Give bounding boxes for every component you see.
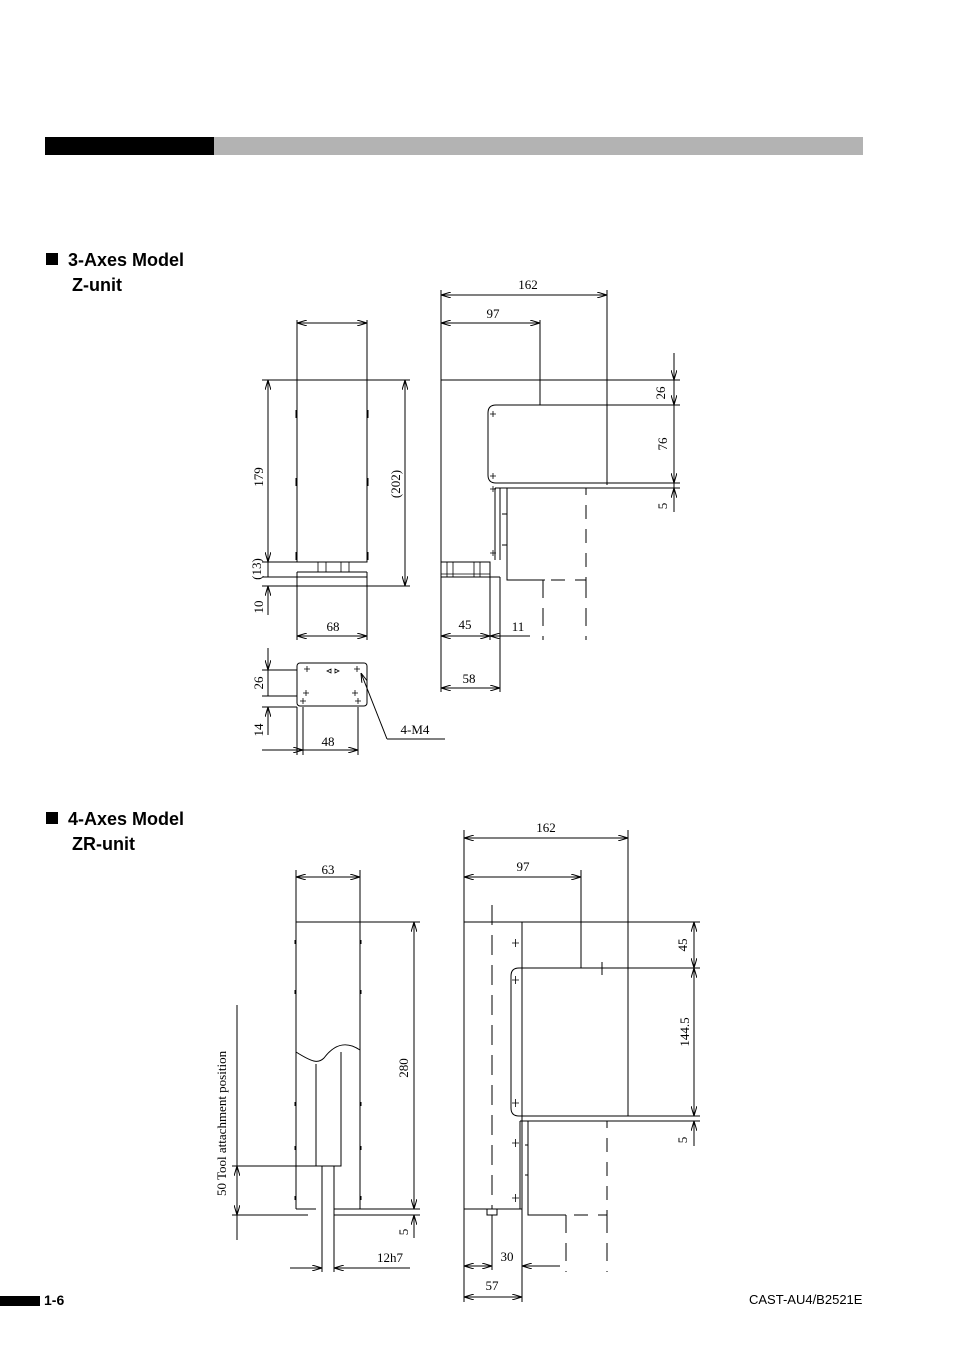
- dim-12h7: 12h7: [377, 1250, 404, 1265]
- header-bar-gray: [214, 137, 863, 155]
- heading-4-axes-line1: 4-Axes Model: [68, 809, 185, 829]
- dim-10: 10: [251, 601, 266, 614]
- dim-13: (13): [249, 558, 264, 580]
- dim-5: 5: [655, 503, 670, 510]
- dim-76: 76: [655, 437, 670, 451]
- zr-unit-side-view: 162 97 45 144.5 5 30 57: [463, 820, 700, 1302]
- dim-14: 14: [251, 723, 266, 737]
- page-number: 1-6: [44, 1292, 65, 1308]
- dim-5b: 5: [396, 1229, 411, 1236]
- dim-45: 45: [459, 617, 472, 632]
- header-bar-black: [45, 137, 214, 155]
- dim-26b: 26: [251, 676, 266, 690]
- dim-97b: 97: [517, 859, 531, 874]
- dim-57: 57: [486, 1278, 500, 1293]
- heading-3-axes: 3-Axes Model Z-unit: [46, 248, 184, 298]
- zr-unit-front-view: 63 280 5 12h7 50 Tool attachment positio…: [214, 862, 420, 1272]
- z-unit-front-view: 179 (202) (13) 10 68: [249, 320, 410, 640]
- z-unit-side-view: 162 97 26 76 5 45 11 58: [440, 277, 680, 692]
- heading-3-axes-line2: Z-unit: [72, 275, 122, 295]
- dim-5c: 5: [675, 1137, 690, 1144]
- dim-11: 11: [512, 619, 525, 634]
- dim-45b: 45: [675, 939, 690, 952]
- dim-30: 30: [501, 1249, 514, 1264]
- heading-4-axes-line2: ZR-unit: [72, 834, 135, 854]
- z-unit-bottom-view: 26 14 48 4-M4: [251, 648, 445, 755]
- dim-179: 179: [251, 467, 266, 487]
- label-4-m4: 4-M4: [401, 722, 430, 737]
- dim-162b: 162: [536, 820, 556, 835]
- dim-97: 97: [487, 306, 501, 321]
- dim-26: 26: [653, 386, 668, 400]
- dim-58: 58: [463, 671, 476, 686]
- document-code: CAST-AU4/B2521E: [749, 1292, 863, 1307]
- square-bullet-icon: [46, 812, 58, 824]
- dim-202: (202): [388, 470, 403, 498]
- square-bullet-icon: [46, 253, 58, 265]
- heading-3-axes-line1: 3-Axes Model: [68, 250, 185, 270]
- heading-4-axes: 4-Axes Model ZR-unit: [46, 807, 184, 857]
- dim-162: 162: [518, 277, 538, 292]
- page-number-bar: [0, 1296, 40, 1306]
- dim-68: 68: [327, 619, 340, 634]
- dim-280: 280: [396, 1058, 411, 1078]
- dim-144-5: 144.5: [677, 1017, 692, 1046]
- label-tool-attachment: 50 Tool attachment position: [214, 1050, 229, 1196]
- dim-63: 63: [322, 862, 335, 877]
- dim-48: 48: [322, 734, 335, 749]
